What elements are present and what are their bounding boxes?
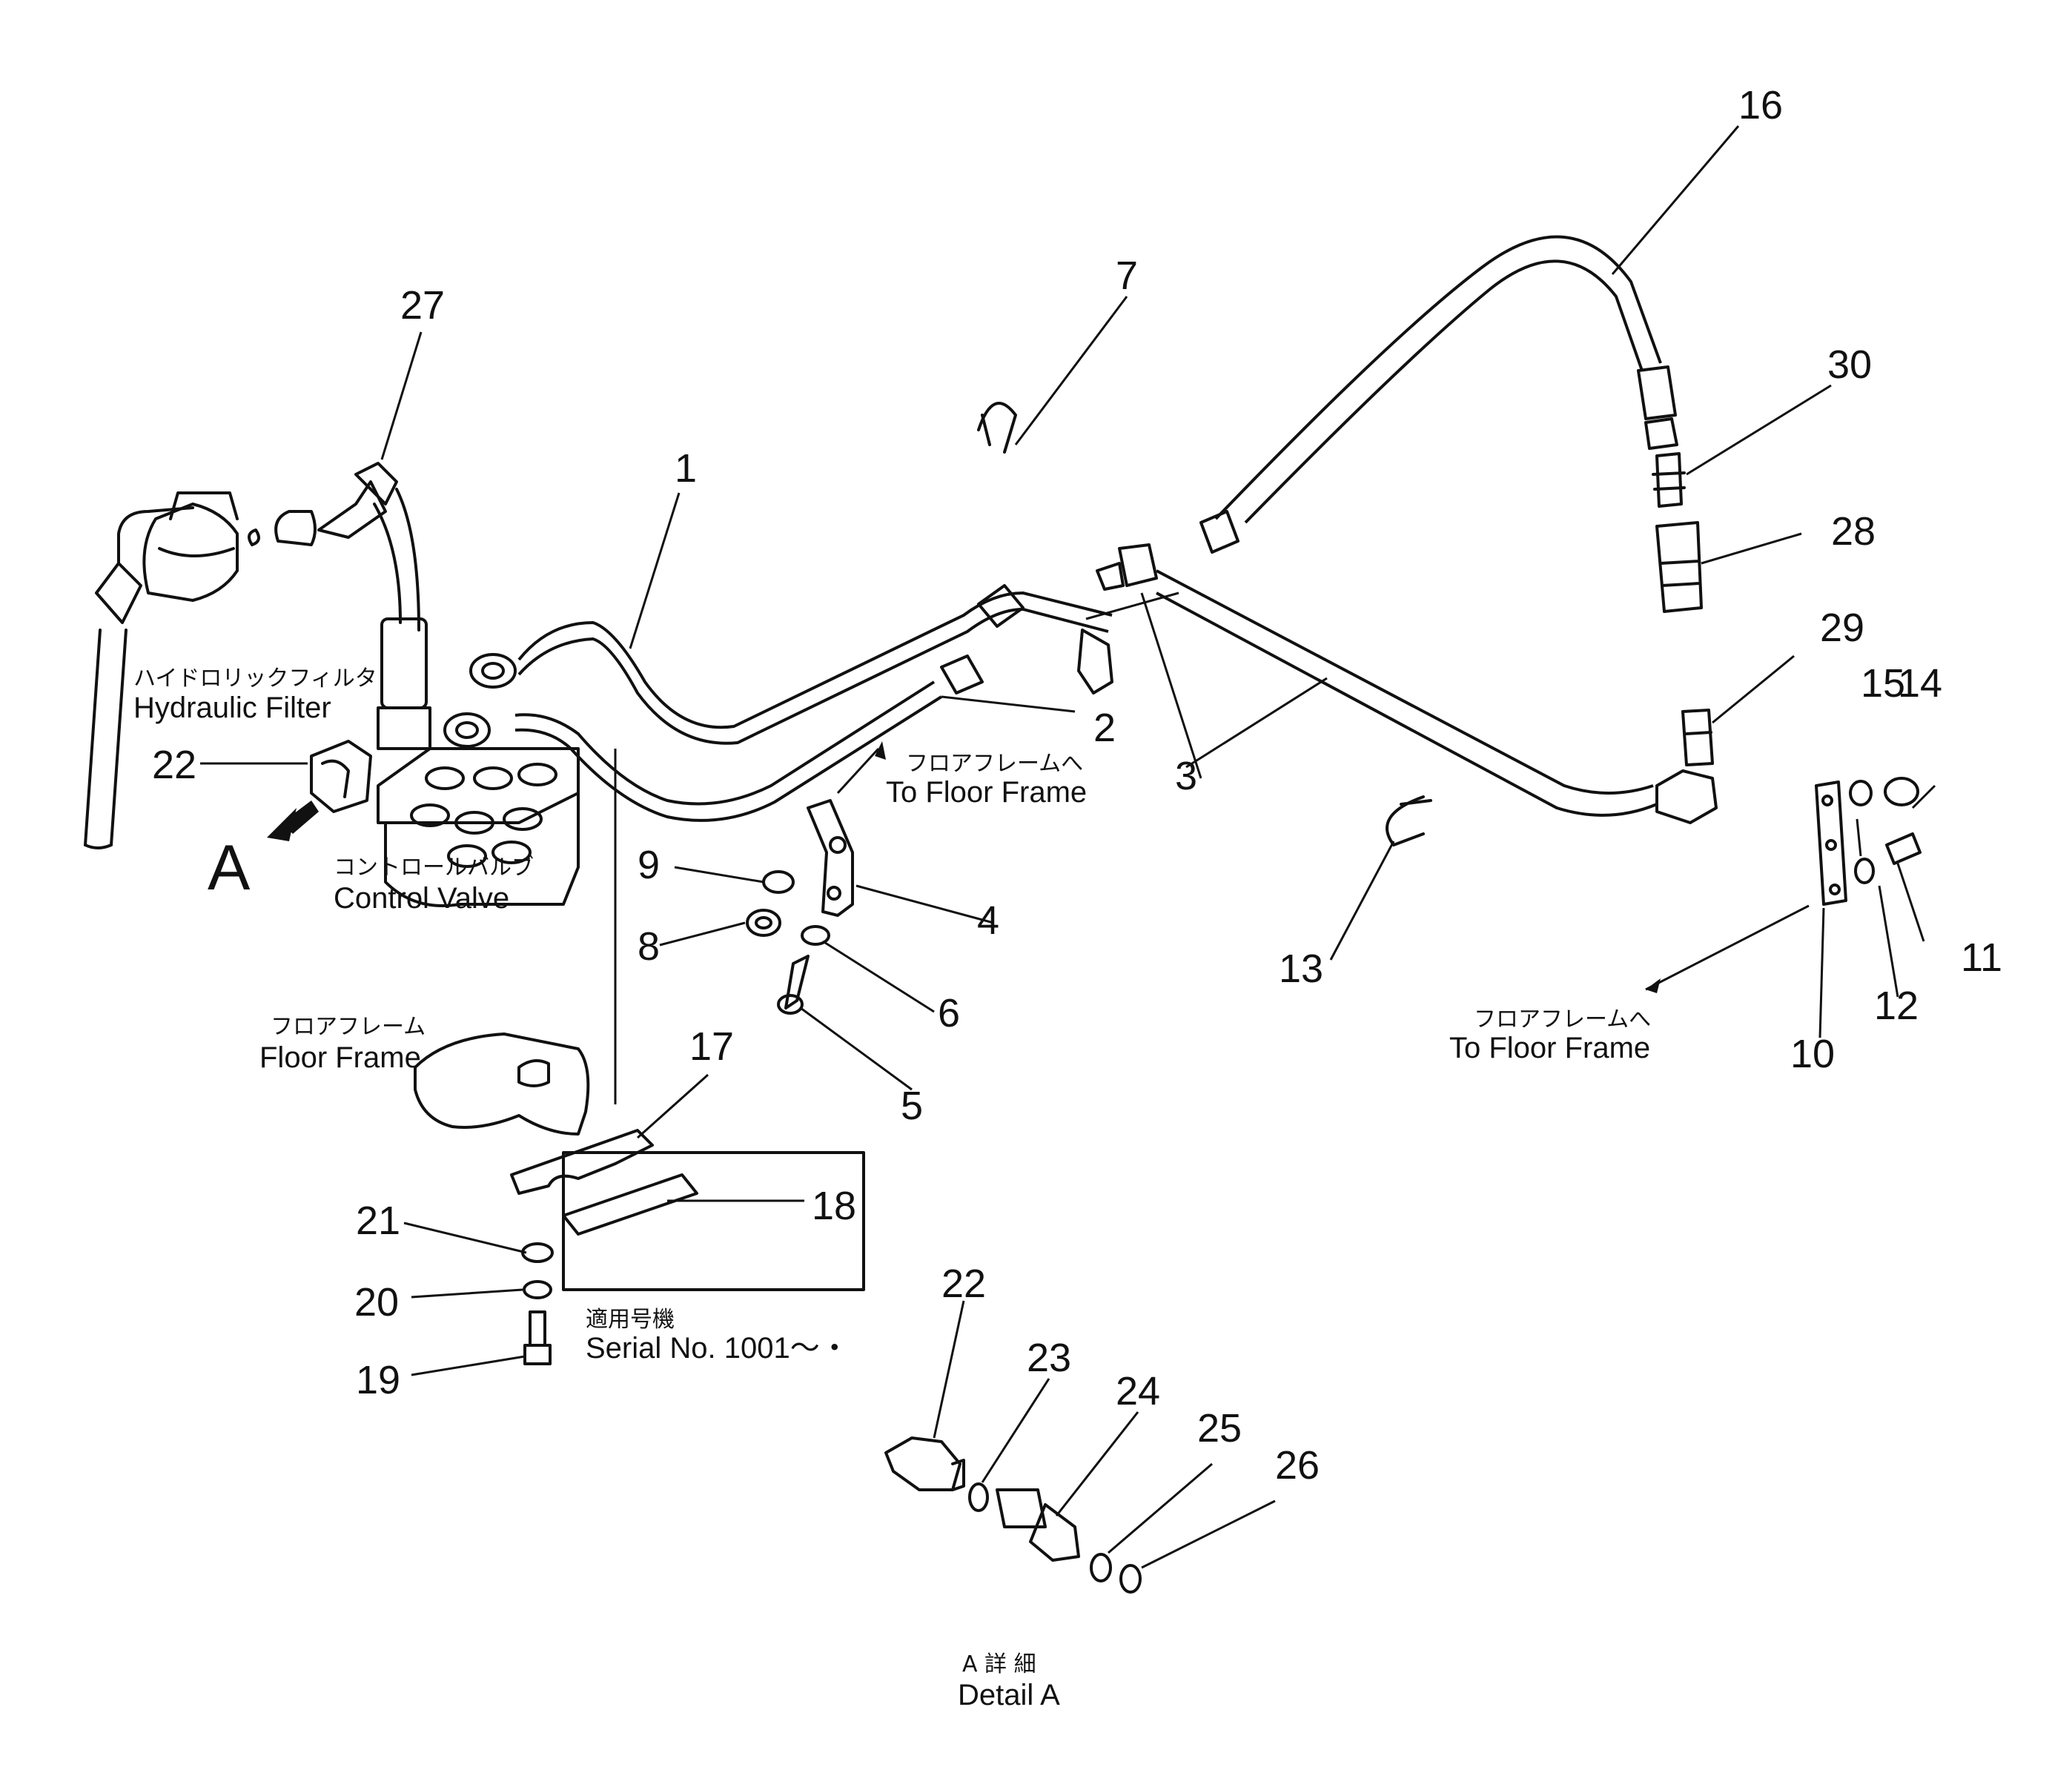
part-9-washer <box>762 870 795 894</box>
part-18-plate-frame <box>562 1151 865 1291</box>
part-number-9: 9 <box>638 843 660 887</box>
control-valve <box>310 740 580 907</box>
part-number-6: 6 <box>938 991 960 1035</box>
part-26-oring <box>1119 1564 1142 1594</box>
part-number-1: 1 <box>675 446 697 491</box>
part-number-4: 4 <box>977 898 999 943</box>
serial-label-en: Serial No. 1001～・ <box>586 1332 850 1365</box>
to-floor-frame-label-en-2: To Floor Frame <box>1449 1032 1650 1064</box>
part-30-nipple <box>1652 452 1686 508</box>
part-11-bolt <box>1885 832 1922 865</box>
control-valve-label-jp: コントロールバルブ <box>334 855 534 881</box>
part-29-quick-coupler <box>1681 709 1714 766</box>
floor-frame-arrow-left <box>836 741 886 795</box>
hydraulic-filter <box>84 491 239 849</box>
part-number-19: 19 <box>356 1358 400 1402</box>
to-floor-frame-label-jp-2: フロアフレームへ <box>1474 1007 1651 1032</box>
part-number-24: 24 <box>1116 1369 1160 1413</box>
part-number-18: 18 <box>812 1184 856 1228</box>
part-12-washer <box>1854 858 1875 884</box>
part-number-13: 13 <box>1279 947 1323 991</box>
part-number-7: 7 <box>1116 253 1138 298</box>
part-number-22-detail: 22 <box>941 1262 986 1306</box>
part-number-3: 3 <box>1175 754 1197 798</box>
detail-a-label-en: Detail A <box>958 1679 1060 1711</box>
part-number-29: 29 <box>1820 606 1864 650</box>
part-number-21: 21 <box>356 1199 400 1243</box>
part-number-8: 8 <box>638 924 660 969</box>
hose-16 <box>1199 235 1678 554</box>
pipe-1 <box>469 584 1113 745</box>
control-valve-label-en: Control Valve <box>334 882 509 915</box>
detail-a-label-jp: A 詳 細 <box>962 1651 1036 1677</box>
part-4-bracket <box>807 799 854 917</box>
part-number-22-main: 22 <box>152 743 196 787</box>
floor-frame-label-en: Floor Frame <box>259 1041 421 1074</box>
pipe-2 <box>443 654 984 822</box>
part-28-quick-coupler <box>1655 521 1703 613</box>
part-25-oring <box>1090 1553 1112 1582</box>
part-27-elbow-hose <box>248 462 420 632</box>
part-number-12: 12 <box>1874 984 1919 1028</box>
serial-label-jp: 適用号機 <box>586 1307 675 1333</box>
part-number-27: 27 <box>400 283 445 328</box>
view-arrow-a <box>267 801 319 841</box>
part-19-bolt <box>523 1310 552 1365</box>
part-number-14: 14 <box>1898 661 1942 706</box>
part-6-washer <box>801 925 830 946</box>
part-23-oring <box>968 1482 989 1512</box>
view-marker-a: A <box>208 832 251 904</box>
part-number-16: 16 <box>1738 83 1783 127</box>
floor-frame <box>414 1032 590 1136</box>
part-number-30: 30 <box>1827 342 1872 387</box>
part-number-20: 20 <box>354 1280 399 1325</box>
part-10-bracket <box>1815 780 1847 906</box>
part-13-clip <box>1386 795 1432 846</box>
elbow-fitting-3 <box>1096 543 1158 591</box>
to-floor-frame-label-en-1: To Floor Frame <box>886 776 1087 809</box>
part-5-bolt <box>777 955 810 1015</box>
hydraulic-filter-label-en: Hydraulic Filter <box>133 692 331 724</box>
part-22-elbow <box>884 1436 965 1491</box>
part-number-5: 5 <box>901 1084 923 1128</box>
leader-lines <box>200 125 1936 1569</box>
part-15-washer <box>1849 780 1873 806</box>
part-8-nut <box>746 909 781 937</box>
floor-frame-label-jp: フロアフレーム <box>271 1014 426 1040</box>
part-number-10: 10 <box>1790 1032 1835 1076</box>
part-17-plate <box>510 1129 654 1195</box>
part-number-23: 23 <box>1027 1336 1071 1380</box>
filter-tube <box>377 617 431 750</box>
to-floor-frame-label-jp-1: フロアフレームへ <box>906 751 1083 777</box>
part-number-25: 25 <box>1197 1406 1242 1451</box>
part-number-17: 17 <box>689 1024 734 1069</box>
part-24-adapter <box>996 1488 1080 1562</box>
part-number-2: 2 <box>1093 706 1116 750</box>
pipe-3 <box>1156 569 1718 824</box>
part-7-clip <box>977 402 1017 454</box>
part-21-washer <box>521 1242 554 1263</box>
floor-frame-arrow-right <box>1645 904 1810 993</box>
part-number-28: 28 <box>1831 509 1876 554</box>
hydraulic-filter-label-jp: ハイドロリックフィルタ <box>133 666 377 692</box>
part-14-nut <box>1884 777 1919 806</box>
part-number-15: 15 <box>1861 661 1905 706</box>
part-number-11: 11 <box>1961 935 2002 980</box>
part-20-washer <box>523 1280 552 1299</box>
part-number-26: 26 <box>1275 1443 1320 1488</box>
